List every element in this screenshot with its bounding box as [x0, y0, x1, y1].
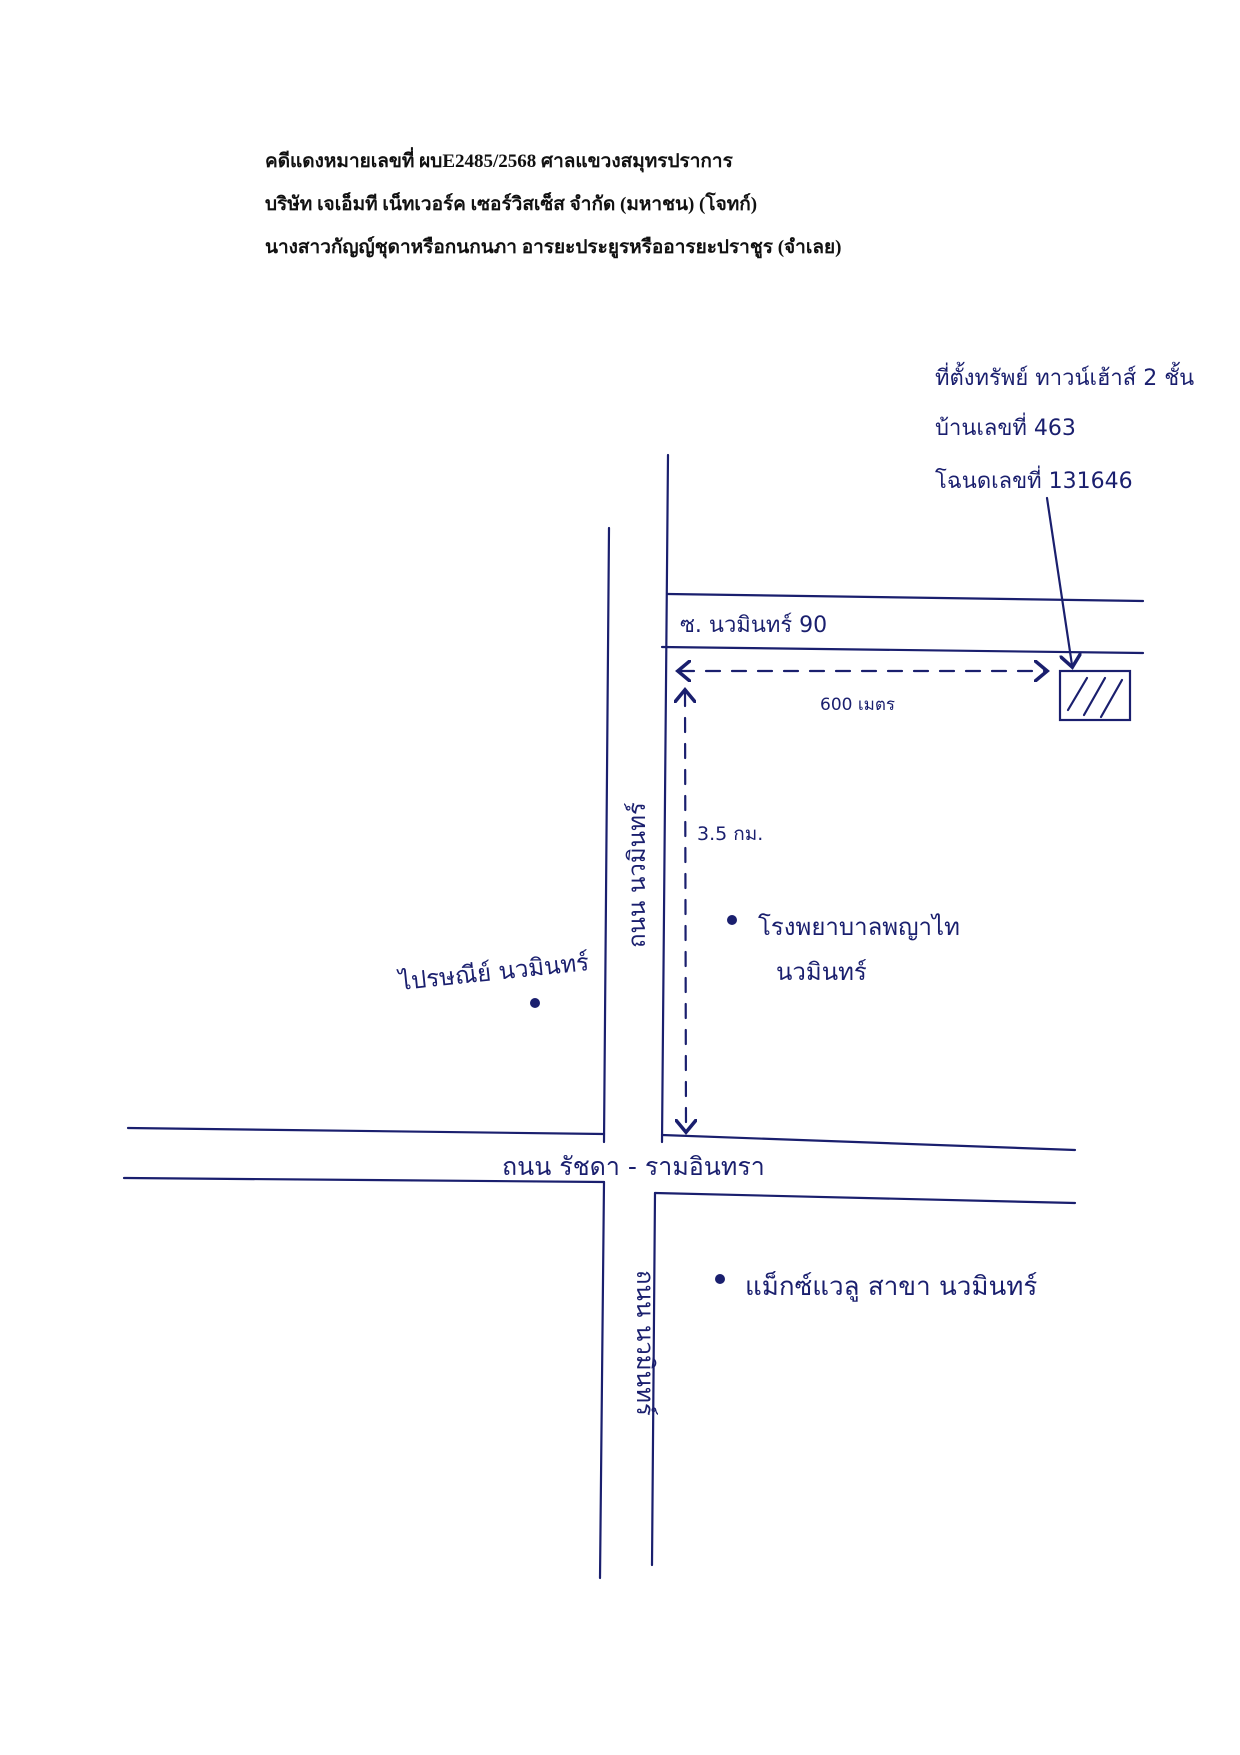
case-number-line: คดีแดงหมายเลขที่ ผบE2485/2568 ศาลแขวงสมุ…: [265, 151, 733, 172]
cross-road-label: ถนน รัชดา - รามอินทรา: [502, 1152, 765, 1181]
property-note-line-1: ที่ตั้งทรัพย์ ทาวน์เฮ้าส์ 2 ชั้น: [935, 362, 1194, 391]
defendant-line: นางสาวกัญญ์ชุดาหรือกนกนภา อารยะประยูรหรื…: [265, 237, 842, 258]
makro-label: แม็กซ์แวลู สาขา นวมินทร์: [745, 1270, 1037, 1302]
cross-road-north-edge-left: [126, 1126, 606, 1136]
cross-road-north-edge-right: [660, 1133, 1077, 1152]
distance-vertical-line: [685, 692, 686, 1130]
document-header: คดีแดงหมายเลขที่ ผบE2485/2568 ศาลแขวงสมุ…: [265, 140, 841, 269]
cross-road-south-edge-right: [653, 1191, 1077, 1205]
cross-road-south-edge-left: [122, 1176, 606, 1184]
property-pointer-line: [1045, 496, 1072, 665]
makro-dot: [715, 1274, 725, 1284]
hospital-label-line-1: โรงพยาบาลพญาไท: [758, 913, 960, 941]
nawamin-south-right-edge: [650, 1191, 657, 1567]
soi-south-edge: [660, 645, 1145, 655]
road-south-label: ถนน นวมินทร์: [631, 1270, 659, 1416]
plaintiff-line: บริษัท เจเอ็มที เน็ทเวอร์ค เซอร์วิสเซ็ส …: [265, 194, 758, 215]
nawamin-north-right-edge: [660, 453, 670, 1144]
property-marker: [1058, 669, 1132, 722]
post-office-label: ไปรษณีย์ นวมินทร์: [396, 948, 591, 996]
distance-horizontal-label: 600 เมตร: [820, 695, 895, 715]
nawamin-south-left-edge: [598, 1180, 606, 1580]
property-note-line-3: โฉนดเลขที่ 131646: [935, 465, 1133, 494]
hospital-label-line-2: นวมินทร์: [776, 958, 867, 986]
soi-label: ซ. นวมินทร์ 90: [680, 613, 827, 638]
property-note-line-2: บ้านเลขที่ 463: [935, 412, 1076, 441]
soi-north-edge: [666, 592, 1145, 603]
distance-vertical-label: 3.5 กม.: [697, 823, 763, 845]
nawamin-north-left-edge: [602, 526, 611, 1144]
post-office-dot: [530, 998, 540, 1008]
road-north-label: ถนน นวมินทร์: [623, 802, 651, 948]
hospital-dot: [727, 915, 737, 925]
